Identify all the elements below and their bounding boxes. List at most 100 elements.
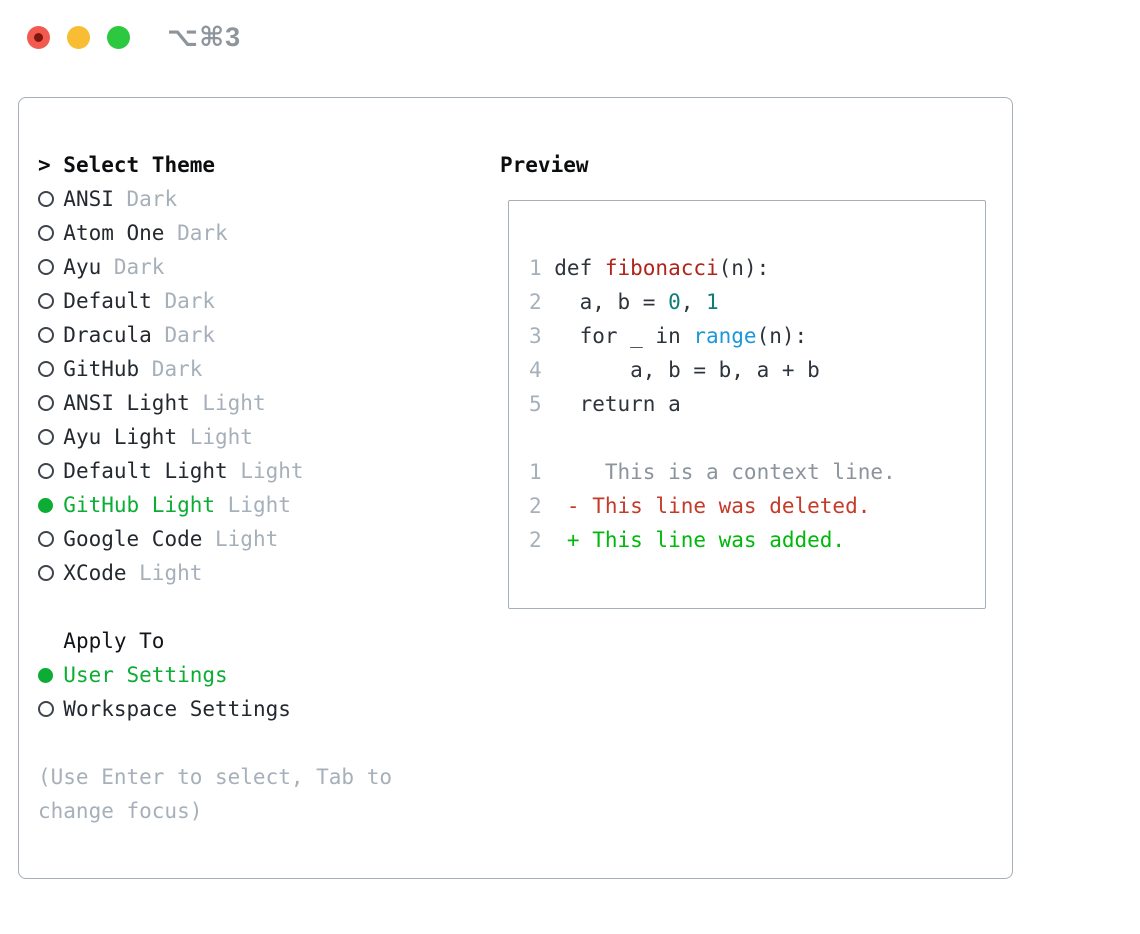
code-line: 2 + This line was added. (529, 523, 985, 557)
code-token-code: , (680, 289, 707, 314)
variant-badge: Light (189, 425, 253, 449)
variant-badge: Light (215, 527, 279, 551)
theme-option-github-light[interactable]: GitHub Light Light (38, 488, 392, 522)
variant-badge: Dark (177, 221, 228, 245)
apply-to-header: Apply To (38, 624, 392, 658)
code-token-context: This is a context line. (554, 459, 896, 484)
apply-to-title: Apply To (63, 629, 165, 653)
option-label: XCode (63, 561, 127, 585)
close-button[interactable] (27, 26, 50, 49)
option-label: Google Code (63, 527, 203, 551)
variant-badge: Light (227, 493, 291, 517)
variant-badge: Dark (113, 255, 165, 279)
theme-option-google-code[interactable]: Google Code Light (38, 522, 392, 556)
window-title-shortcut: ⌥⌘3 (167, 22, 242, 52)
option-label: ANSI Light (63, 391, 190, 415)
hint-line: change focus) (38, 799, 203, 823)
variant-badge: Light (240, 459, 304, 483)
line-number: 4 (529, 357, 542, 382)
code-token-function: fibonacci (604, 255, 719, 280)
option-label: Dracula (63, 323, 152, 347)
cursor-arrow-icon: > (38, 153, 51, 177)
option-label: Ayu (63, 255, 102, 279)
code-line: 4 a, b = b, a + b (529, 353, 985, 387)
keyboard-hint: (Use Enter to select, Tab to change focu… (38, 760, 392, 828)
code-token-code: a, b = b, a + b (554, 357, 820, 382)
theme-option-ayu[interactable]: Ayu Dark (38, 250, 392, 284)
radio-icon (38, 701, 54, 717)
option-label: GitHub Light (63, 493, 216, 517)
radio-icon (38, 225, 54, 241)
select-theme-title: Select Theme (63, 153, 216, 177)
spacer (38, 590, 392, 624)
spacer (38, 726, 392, 760)
code-token-code: return a (554, 391, 681, 416)
code-token-number: 1 (706, 289, 719, 314)
radio-selected-icon (38, 667, 53, 683)
theme-option-dracula[interactable]: Dracula Dark (38, 318, 392, 352)
code-line: 3 for _ in range(n): (529, 319, 985, 353)
theme-option-xcode[interactable]: XCode Light (38, 556, 392, 590)
code-token-code: def (554, 255, 605, 280)
radio-icon (38, 395, 54, 411)
variant-badge: Dark (164, 289, 216, 313)
theme-option-ayu-light[interactable]: Ayu Light Light (38, 420, 392, 454)
code-token-code: for _ in (554, 323, 694, 348)
option-label: User Settings (63, 663, 228, 687)
theme-picker-panel (18, 97, 1013, 879)
option-label: ANSI (63, 187, 114, 211)
code-token-builtin: range (693, 323, 757, 348)
radio-icon (38, 531, 54, 547)
code-line: 2 a, b = 0, 1 (529, 285, 985, 319)
variant-badge: Light (202, 391, 266, 415)
theme-option-ansi[interactable]: ANSI Dark (38, 182, 392, 216)
option-label: Workspace Settings (63, 697, 291, 721)
code-token-code: a, b = (554, 289, 669, 314)
code-token-code: (n): (718, 255, 770, 280)
theme-option-default-light[interactable]: Default Light Light (38, 454, 392, 488)
line-number: 3 (529, 323, 542, 348)
code-token-code: (n): (756, 323, 808, 348)
code-token-number: 0 (668, 289, 681, 314)
apply-option-workspace-settings[interactable]: Workspace Settings (38, 692, 392, 726)
radio-icon (38, 293, 54, 309)
radio-icon (38, 191, 54, 207)
code-token-added: + This line was added. (554, 527, 846, 552)
minimize-button[interactable] (67, 26, 90, 49)
line-number: 5 (529, 391, 542, 416)
code-line: 1 This is a context line. (529, 455, 985, 489)
line-number: 2 (529, 493, 542, 518)
radio-icon (38, 327, 54, 343)
radio-selected-icon (38, 497, 53, 513)
zoom-button[interactable] (107, 26, 130, 49)
code-line: 2 - This line was deleted. (529, 489, 985, 523)
radio-icon (38, 361, 54, 377)
radio-icon (38, 429, 54, 445)
close-dot-icon (34, 33, 43, 42)
line-number: 1 (529, 459, 542, 484)
radio-icon (38, 463, 54, 479)
hint-line: (Use Enter to select, Tab to (38, 765, 393, 789)
line-number: 2 (529, 289, 542, 314)
select-theme-header: > Select Theme (38, 148, 392, 182)
theme-option-atom-one[interactable]: Atom One Dark (38, 216, 392, 250)
option-label: GitHub (63, 357, 140, 381)
code-line: 5 return a (529, 387, 985, 421)
option-label: Atom One (63, 221, 165, 245)
radio-icon (38, 565, 54, 581)
variant-badge: Dark (164, 323, 216, 347)
variant-badge: Dark (151, 357, 203, 381)
theme-option-github[interactable]: GitHub Dark (38, 352, 392, 386)
option-label: Ayu Light (63, 425, 178, 449)
theme-option-ansi-light[interactable]: ANSI Light Light (38, 386, 392, 420)
variant-badge: Dark (126, 187, 178, 211)
option-label: Default Light (63, 459, 228, 483)
apply-option-user-settings[interactable]: User Settings (38, 658, 392, 692)
variant-badge: Light (139, 561, 203, 585)
